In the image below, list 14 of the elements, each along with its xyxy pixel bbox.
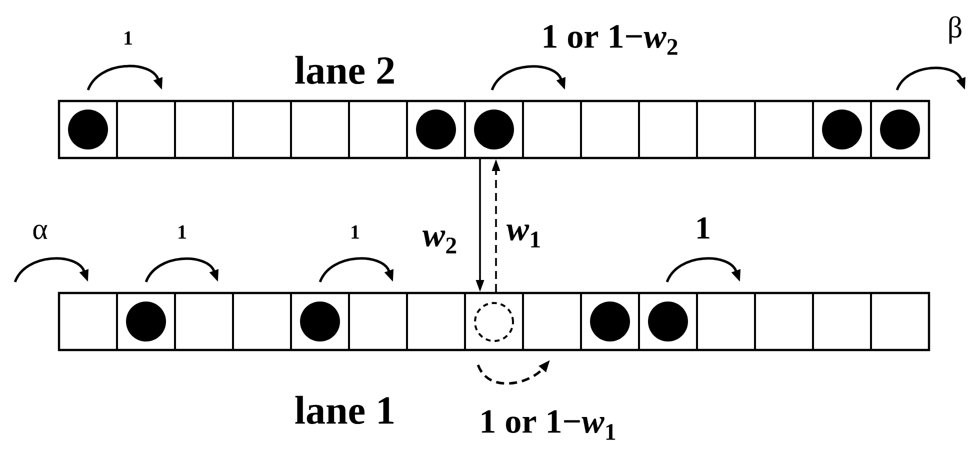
- edge-label: w$_{1}$: [506, 224, 540, 248]
- rate-label: 1: [698, 217, 710, 239]
- rate-label: α: [33, 224, 48, 240]
- lattice-cell: [464, 292, 524, 351]
- rate-label: 1 or 1−w$_{1}$: [482, 410, 616, 440]
- lane-label: lane 2: [295, 56, 394, 84]
- rate-label: 1: [124, 31, 132, 45]
- lattice-cell: [464, 100, 524, 159]
- rate-label: 1: [178, 225, 186, 239]
- rate-label: 1: [352, 225, 359, 239]
- rate-label: 1 or 1−w$_{2}$: [544, 25, 678, 55]
- rate-label: β: [949, 16, 962, 44]
- edge-label: w$_{2}$: [422, 230, 456, 254]
- lane-label: lane 1: [295, 396, 394, 424]
